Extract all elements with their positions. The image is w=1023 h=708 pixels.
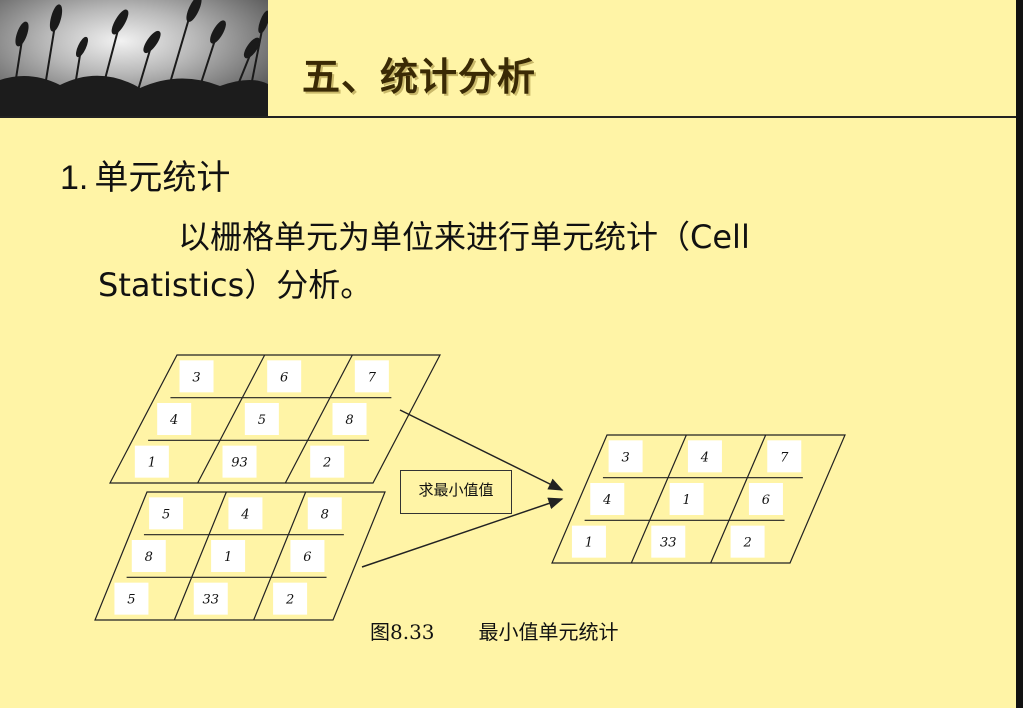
- cell-value-box: [211, 540, 246, 572]
- cell-value: 1: [224, 550, 232, 565]
- cell-value-box: [149, 497, 184, 530]
- cell-value: 4: [240, 507, 249, 522]
- input-grid-1: 3 6 7 4 5 8 1 93 2: [109, 354, 441, 484]
- cell-value: 5: [127, 593, 135, 608]
- cell-value-box: [222, 445, 257, 478]
- cell-value: 8: [321, 507, 329, 522]
- cell-value-box: [267, 360, 302, 393]
- cell-value: 33: [660, 536, 677, 551]
- cell-value: 93: [231, 456, 248, 471]
- cell-value-box: [131, 540, 166, 572]
- cell-value: 2: [742, 536, 751, 551]
- paragraph-cn-1: 以栅格单元为单位来进行单元统计（: [178, 218, 691, 256]
- min-operation-label: 求最小值值: [400, 470, 512, 514]
- paragraph-line-2: Statistics）分析。: [98, 260, 372, 306]
- cell-value: 4: [169, 413, 178, 428]
- cell-value-box: [310, 445, 345, 478]
- cell-value: 2: [322, 456, 331, 471]
- cell-value: 7: [368, 370, 377, 385]
- paragraph-cn-2: ）分析。: [244, 266, 373, 304]
- cell-value: 5: [258, 413, 266, 428]
- cell-value: 2: [285, 593, 294, 608]
- cell-value-box: [608, 440, 643, 473]
- cell-value: 8: [145, 550, 153, 565]
- input-grid-2: 5 4 8 8 1 6 5 33 2: [94, 491, 386, 621]
- cell-value-box: [193, 582, 228, 615]
- cell-value-box: [307, 497, 342, 530]
- cell-value-box: [290, 540, 325, 572]
- paragraph-en-1: Cell: [690, 218, 750, 256]
- cell-value-box: [134, 445, 169, 478]
- cell-value-box: [687, 440, 722, 473]
- output-grid: 3 4 7 4 1 6 1 33 2: [551, 434, 846, 564]
- cell-value-box: [571, 525, 606, 558]
- header-divider: [0, 116, 1016, 118]
- grid-col-line: [253, 491, 307, 621]
- cell-value-box: [332, 403, 367, 435]
- figure-number: 图8.33: [370, 620, 435, 644]
- arrow-from-grid-1: [399, 409, 564, 491]
- cell-value-box: [244, 403, 279, 435]
- cell-value: 33: [202, 593, 219, 608]
- section-heading-text: 单元统计: [94, 158, 231, 198]
- cell-value: 3: [621, 450, 629, 465]
- wheat-field-photo: [0, 0, 268, 117]
- cell-value-box: [114, 582, 149, 615]
- cell-value-box: [669, 483, 704, 515]
- cell-value-box: [767, 440, 802, 473]
- slide-right-border: [1016, 0, 1023, 708]
- paragraph-line-1: 以栅格单元为单位来进行单元统计（Cell: [178, 212, 750, 258]
- arrow-from-grid-2: [361, 497, 564, 568]
- paragraph-en-2: Statistics: [98, 266, 245, 304]
- cell-value: 4: [700, 450, 709, 465]
- grid-col-line: [173, 491, 227, 621]
- cell-value: 3: [192, 370, 200, 385]
- cell-value: 8: [345, 413, 353, 428]
- cell-value: 6: [762, 493, 770, 508]
- cell-value: 1: [682, 493, 690, 508]
- slide-title: 五、统计分析: [302, 55, 537, 99]
- figure-caption: 图8.33 最小值单元统计: [370, 616, 619, 645]
- cell-value: 1: [148, 456, 156, 471]
- figure-title: 最小值单元统计: [478, 620, 619, 644]
- grid-col-line: [284, 354, 353, 484]
- cell-value-box: [748, 483, 783, 515]
- cell-value-box: [651, 525, 686, 558]
- cell-value-box: [354, 360, 389, 393]
- cell-value: 5: [162, 507, 170, 522]
- cell-value-box: [157, 403, 192, 435]
- grid-col-line: [197, 354, 266, 484]
- cell-value: 6: [303, 550, 311, 565]
- cell-value-box: [590, 483, 625, 515]
- grid-col-line: [710, 434, 767, 564]
- cell-value-box: [273, 582, 308, 615]
- grid-col-line: [630, 434, 687, 564]
- section-number: 1.: [60, 159, 89, 197]
- cell-value: 4: [602, 493, 611, 508]
- section-heading: 1.单元统计: [60, 150, 230, 199]
- cell-value: 1: [585, 536, 593, 551]
- cell-value-box: [228, 497, 263, 530]
- cell-value: 6: [280, 370, 288, 385]
- cell-value-box: [179, 360, 214, 393]
- cell-value: 7: [780, 450, 789, 465]
- cell-value-box: [730, 525, 765, 558]
